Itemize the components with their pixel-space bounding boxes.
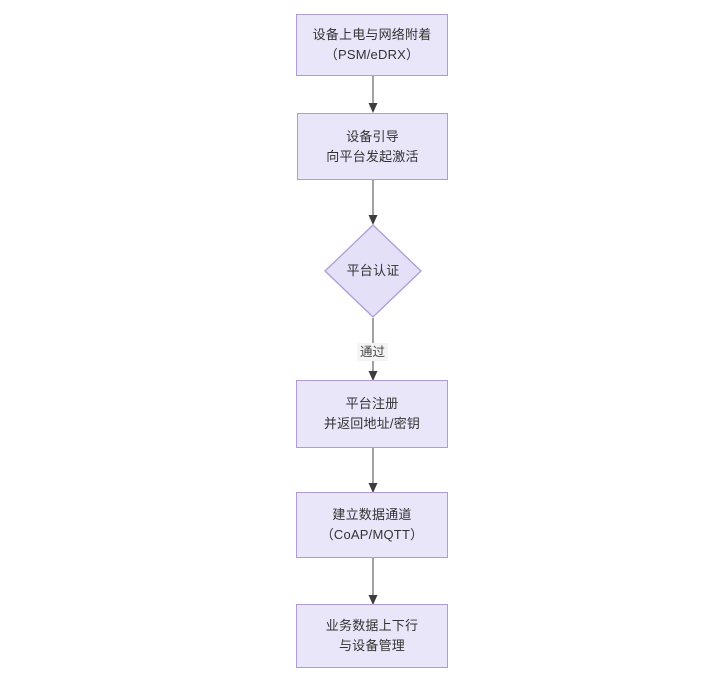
node-device-bootstrap[interactable]: 设备引导 向平台发起激活 xyxy=(297,113,448,180)
arrowhead-icon xyxy=(368,215,378,225)
node-platform-authentication[interactable]: 平台认证 xyxy=(324,224,422,318)
edge-n4-to-n5 xyxy=(368,448,378,493)
arrowhead-icon xyxy=(368,103,378,113)
arrowhead-icon xyxy=(368,483,378,493)
edge-label-pass: 通过 xyxy=(357,343,389,361)
node-establish-data-channel[interactable]: 建立数据通道 （CoAP/MQTT） xyxy=(296,492,448,558)
edge-n5-to-n6 xyxy=(368,558,378,605)
node-label: 平台认证 xyxy=(346,263,400,278)
edge-n1-to-n2 xyxy=(368,76,378,113)
diamond-shape xyxy=(324,224,422,318)
arrowhead-icon xyxy=(368,371,378,381)
node-device-power-on[interactable]: 设备上电与网络附着 （PSM/eDRX） xyxy=(296,14,448,76)
node-label: 设备上电与网络附着 （PSM/eDRX） xyxy=(312,27,432,62)
arrowhead-icon xyxy=(368,595,378,605)
node-label: 建立数据通道 （CoAP/MQTT） xyxy=(320,507,424,542)
node-business-data-and-device-management[interactable]: 业务数据上下行 与设备管理 xyxy=(296,604,448,668)
node-label: 业务数据上下行 与设备管理 xyxy=(325,618,419,653)
node-label: 设备引导 向平台发起激活 xyxy=(326,128,419,164)
node-label: 平台注册 并返回地址/密钥 xyxy=(323,396,421,431)
node-platform-registration[interactable]: 平台注册 并返回地址/密钥 xyxy=(296,380,448,448)
edge-n2-to-n3 xyxy=(368,180,378,225)
